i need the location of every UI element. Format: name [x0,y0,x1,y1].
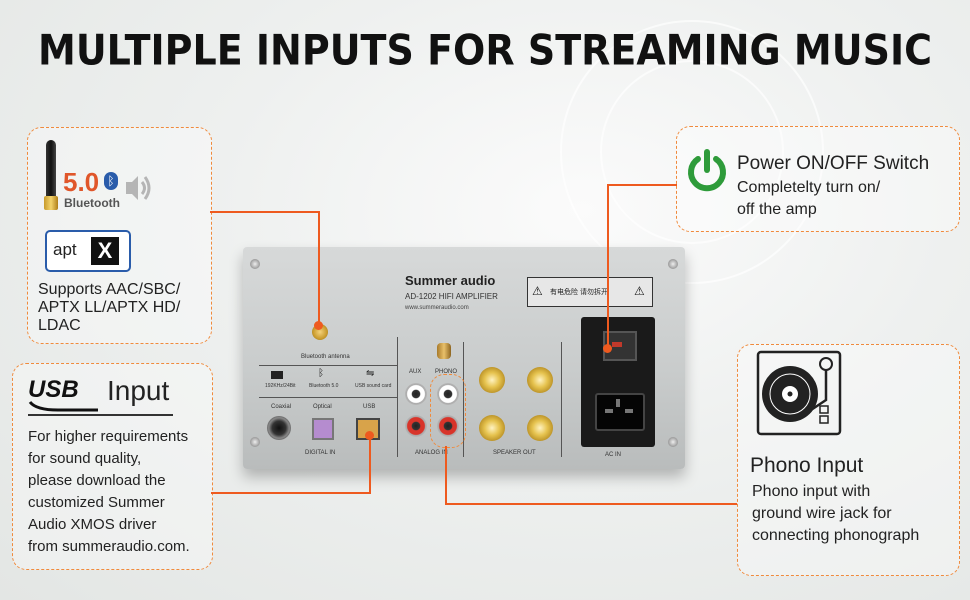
usb-description-line: please download the [28,472,166,489]
phono-description-line: connecting phonograph [752,527,920,544]
bluetooth-small-icon: ᛒ [318,368,324,379]
phono-description-line: Phono input with [752,483,871,500]
speaker-terminal [527,415,553,441]
aux-label: AUX [409,369,422,375]
warning-triangle-icon: ⚠ [634,284,645,298]
aptx-logo: apt X [45,230,131,272]
panel-divider [259,365,397,366]
aptx-logo-text: apt [53,240,77,259]
speaker-terminal [527,367,553,393]
digital-in-label: DIGITAL IN [305,450,336,456]
bluetooth-brand: Bluetooth [64,196,120,210]
usb-small-icon: ⇋ [366,368,375,379]
bluetooth-version: 5.0 [63,167,100,197]
speaker-terminal [479,367,505,393]
usb-title-underline [28,414,173,416]
background-ring [600,60,784,244]
panel-divider [463,342,464,457]
bluetooth-callout-line [210,211,319,213]
power-title: Power ON/OFF Switch [737,153,930,174]
turntable-icon [756,350,842,436]
antenna-label: Bluetooth antenna [301,354,350,360]
device-brand: Summer audio [405,273,496,288]
phono-right-jack [437,415,459,437]
power-callout-line [608,184,677,186]
phono-callout-line [446,503,737,505]
aptx-x-mark: X [91,237,119,265]
usb-soundcard-label: USB sound card [355,383,392,389]
bluetooth-version-label: Bluetooth 5.0 [309,383,339,389]
warning-triangle-icon: ⚠ [532,284,543,298]
usb-port-label: USB [363,404,376,410]
aux-left-jack [405,383,427,405]
usb-description-line: Audio XMOS driver [28,516,157,533]
page-title: MULTIPLE INPUTS FOR STREAMING MUSIC [38,25,932,75]
bluetooth-callout-line [318,211,320,325]
aux-right-jack [405,415,427,437]
coaxial-port [267,416,291,440]
codec-support-line: Supports AAC/SBC/ [38,281,181,298]
usb-description-line: For higher requirements [28,428,189,445]
codec-support-line: APTX LL/APTX HD/ [38,299,181,316]
power-switch [581,317,655,447]
callout-dot [365,431,374,440]
phono-left-jack [437,383,459,405]
usb-input-title: Input [107,375,170,406]
phono-callout-line [445,446,447,505]
panel-screw [250,437,260,447]
panel-screw [668,259,678,269]
panel-screw [668,437,678,447]
panel-divider [259,397,397,398]
speaker-out-label: SPEAKER OUT [493,450,536,456]
codec-support-line: LDAC [38,317,81,334]
callout-dot [603,344,612,353]
antenna-icon [44,140,58,212]
power-description-line: Completelty turn on/ [737,179,881,196]
warning-label: ⚠ 有电危险 请勿拆开 ⚠ [527,277,653,307]
speaker-terminal [479,415,505,441]
usb-logo: USB [28,376,100,414]
background-ring [560,20,824,284]
power-icon [684,148,730,194]
phono-label: PHONO [435,369,458,375]
amplifier-rear-panel: Bluetooth antenna ᛒ ⇋ 192KHz/24Bit Bluet… [243,247,685,469]
switch-indicator [612,342,622,347]
coaxial-label: Coaxial [271,404,292,410]
optical-label: Optical [313,404,332,410]
hires-icon [271,371,283,379]
bluetooth-icon: ᛒ [104,172,118,190]
hires-label: 192KHz/24Bit [265,383,296,389]
usb-logo-text: USB [28,376,79,403]
panel-divider [397,337,398,457]
wireless-signal-icon [122,168,152,208]
panel-divider [561,342,562,457]
panel-screw [250,259,260,269]
usb-callout-line [369,435,371,494]
analog-in-label: ANALOG IN [415,450,448,456]
phono-description-line: ground wire jack for [752,505,892,522]
callout-dot [314,321,323,330]
device-model: AD-1202 HIFI AMPLIFIER [405,292,498,301]
usb-description-line: for sound quality, [28,450,142,467]
ac-in-label: AC IN [605,452,622,458]
warning-text: 有电危险 请勿拆开 [550,289,608,296]
phono-highlight-outline [430,374,466,448]
usb-feature-box [12,363,213,570]
optical-port [312,418,334,440]
power-description-line: off the amp [737,201,817,218]
device-website: www.summeraudio.com [405,305,469,311]
ac-inlet [595,393,645,431]
usb-description-line: customized Summer [28,494,165,511]
usb-callout-line [211,492,371,494]
power-callout-line [607,184,609,348]
ground-terminal [437,343,451,359]
usb-description-line: from summeraudio.com. [28,538,190,555]
phono-title: Phono Input [750,454,864,477]
